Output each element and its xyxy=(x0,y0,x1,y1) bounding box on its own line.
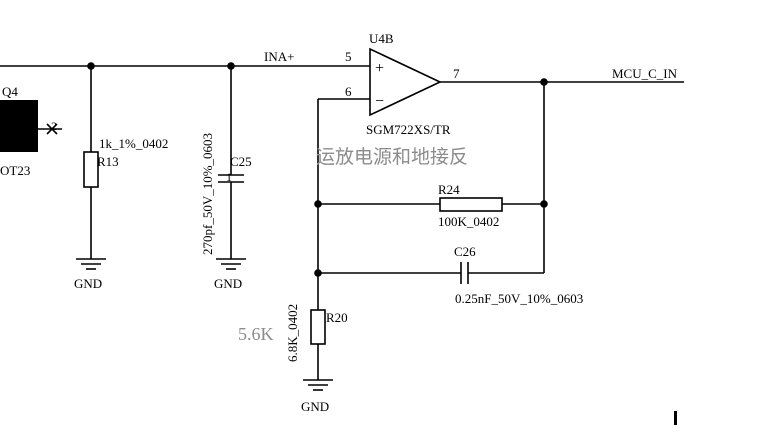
r24-body xyxy=(439,197,503,212)
u4b-part-number: SGM722XS/TR xyxy=(366,122,451,137)
junction-dot xyxy=(314,200,322,208)
annotation-note: 运放电源和地接反 xyxy=(316,146,468,168)
gnd-symbol-c25: GND xyxy=(214,258,246,291)
r20-annotation-value: 5.6K xyxy=(238,324,274,344)
gnd-label: GND xyxy=(301,399,329,414)
r13-ref: R13 xyxy=(97,154,119,169)
junction-dot xyxy=(540,200,548,208)
c26-ref: C26 xyxy=(454,244,476,259)
net-label-ina-plus: INA+ xyxy=(264,49,294,64)
q4-ref: Q4 xyxy=(2,84,18,99)
c25-pin-number: 1 xyxy=(226,170,232,184)
r24-ref: R24 xyxy=(438,182,460,197)
q4-body xyxy=(0,100,38,152)
c25-value: 270pf_50V_10%_0603 xyxy=(200,133,215,255)
r13-body xyxy=(83,151,99,188)
u4b-pin5: 5 xyxy=(345,49,352,64)
text-cursor xyxy=(674,411,677,425)
u4b-opamp: + − U4B 5 6 7 SGM722XS/TR xyxy=(345,31,460,137)
c25-capacitor: C25 1 270pf_50V_10%_0603 xyxy=(200,133,252,255)
q4-pin-number: 2 xyxy=(51,119,57,133)
junction-dot xyxy=(227,62,235,70)
gnd-label: GND xyxy=(74,276,102,291)
u4b-pin6: 6 xyxy=(345,84,352,99)
net-label-mcu-c-in: MCU_C_IN xyxy=(612,66,678,81)
junction-dot xyxy=(87,62,95,70)
r13-value: 1k_1%_0402 xyxy=(99,136,168,151)
junction-dot xyxy=(314,269,322,277)
gnd-label: GND xyxy=(214,276,242,291)
r20-ref: R20 xyxy=(326,310,348,325)
c25-ref: C25 xyxy=(230,154,252,169)
junction-dot xyxy=(540,78,548,86)
r24-resistor: R24 100K_0402 xyxy=(438,182,503,229)
u4b-pin7: 7 xyxy=(453,66,460,81)
c26-value: 0.25nF_50V_10%_0603 xyxy=(455,291,583,306)
r20-resistor: R20 6.8K_0402 5.6K xyxy=(238,304,348,362)
gnd-symbol-r13: GND xyxy=(74,258,106,291)
q4-package: OT23 xyxy=(0,163,30,178)
junctions xyxy=(87,62,548,277)
q4-transistor: Q4 2 OT23 xyxy=(0,84,62,178)
u4b-ref: U4B xyxy=(369,31,394,46)
c26-capacitor: C26 0.25nF_50V_10%_0603 xyxy=(454,244,583,306)
r24-value: 100K_0402 xyxy=(438,214,499,229)
opamp-minus-sign: − xyxy=(375,93,384,110)
opamp-plus-sign: + xyxy=(375,60,384,77)
no-connect-icon xyxy=(46,123,58,135)
r20-body xyxy=(310,309,326,345)
wires xyxy=(0,65,684,380)
r20-value: 6.8K_0402 xyxy=(285,304,300,362)
gnd-symbol-r20: GND xyxy=(301,379,333,414)
r13-resistor: 1k_1%_0402 R13 xyxy=(83,136,168,188)
opamp-triangle-icon xyxy=(369,47,442,117)
